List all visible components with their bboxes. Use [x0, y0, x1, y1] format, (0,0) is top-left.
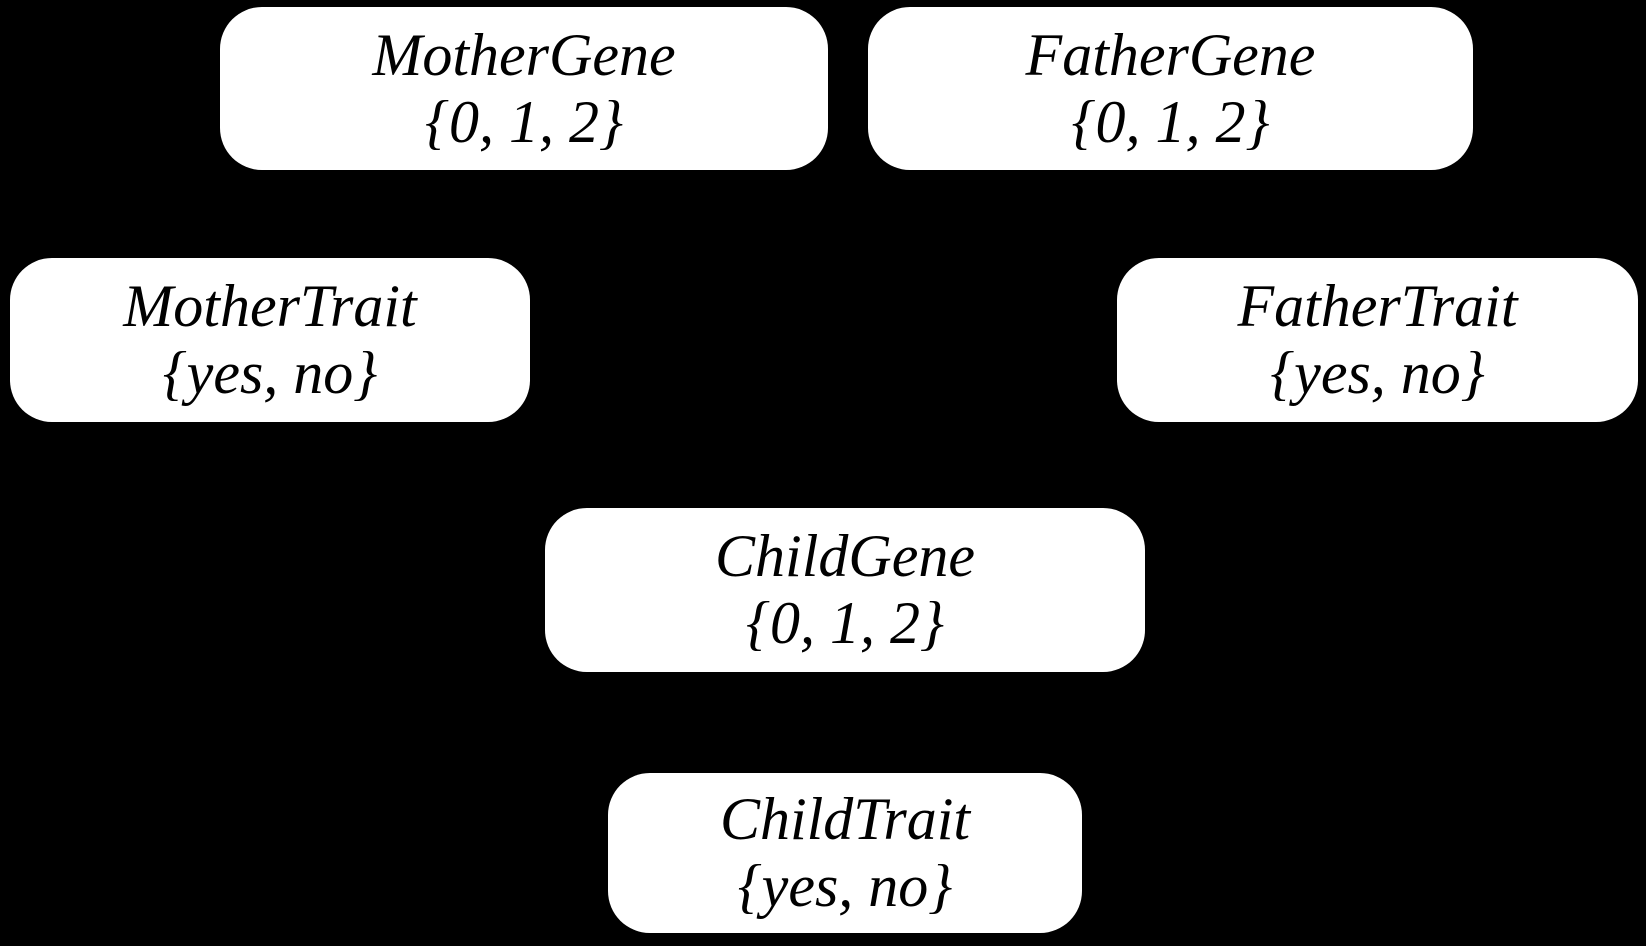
node-father-gene-label: FatherGene — [1025, 21, 1316, 88]
node-father-trait: FatherTrait {yes, no} — [1117, 258, 1638, 422]
node-father-gene-domain: {0, 1, 2} — [1071, 88, 1270, 155]
node-mother-gene-label: MotherGene — [372, 21, 676, 88]
node-child-trait: ChildTrait {yes, no} — [608, 773, 1082, 933]
node-mother-trait-domain: {yes, no} — [162, 340, 378, 406]
node-mother-gene-domain: {0, 1, 2} — [425, 88, 623, 155]
node-father-trait-domain: {yes, no} — [1270, 340, 1485, 406]
node-child-gene: ChildGene {0, 1, 2} — [545, 508, 1145, 672]
node-child-gene-label: ChildGene — [715, 523, 975, 589]
node-child-gene-domain: {0, 1, 2} — [746, 590, 944, 656]
node-mother-gene: MotherGene {0, 1, 2} — [220, 7, 828, 170]
node-father-gene: FatherGene {0, 1, 2} — [868, 7, 1473, 170]
node-father-trait-label: FatherTrait — [1237, 273, 1518, 339]
node-mother-trait-label: MotherTrait — [123, 273, 417, 339]
node-mother-trait: MotherTrait {yes, no} — [10, 258, 530, 422]
node-child-trait-domain: {yes, no} — [737, 853, 953, 919]
node-child-trait-label: ChildTrait — [719, 786, 971, 852]
